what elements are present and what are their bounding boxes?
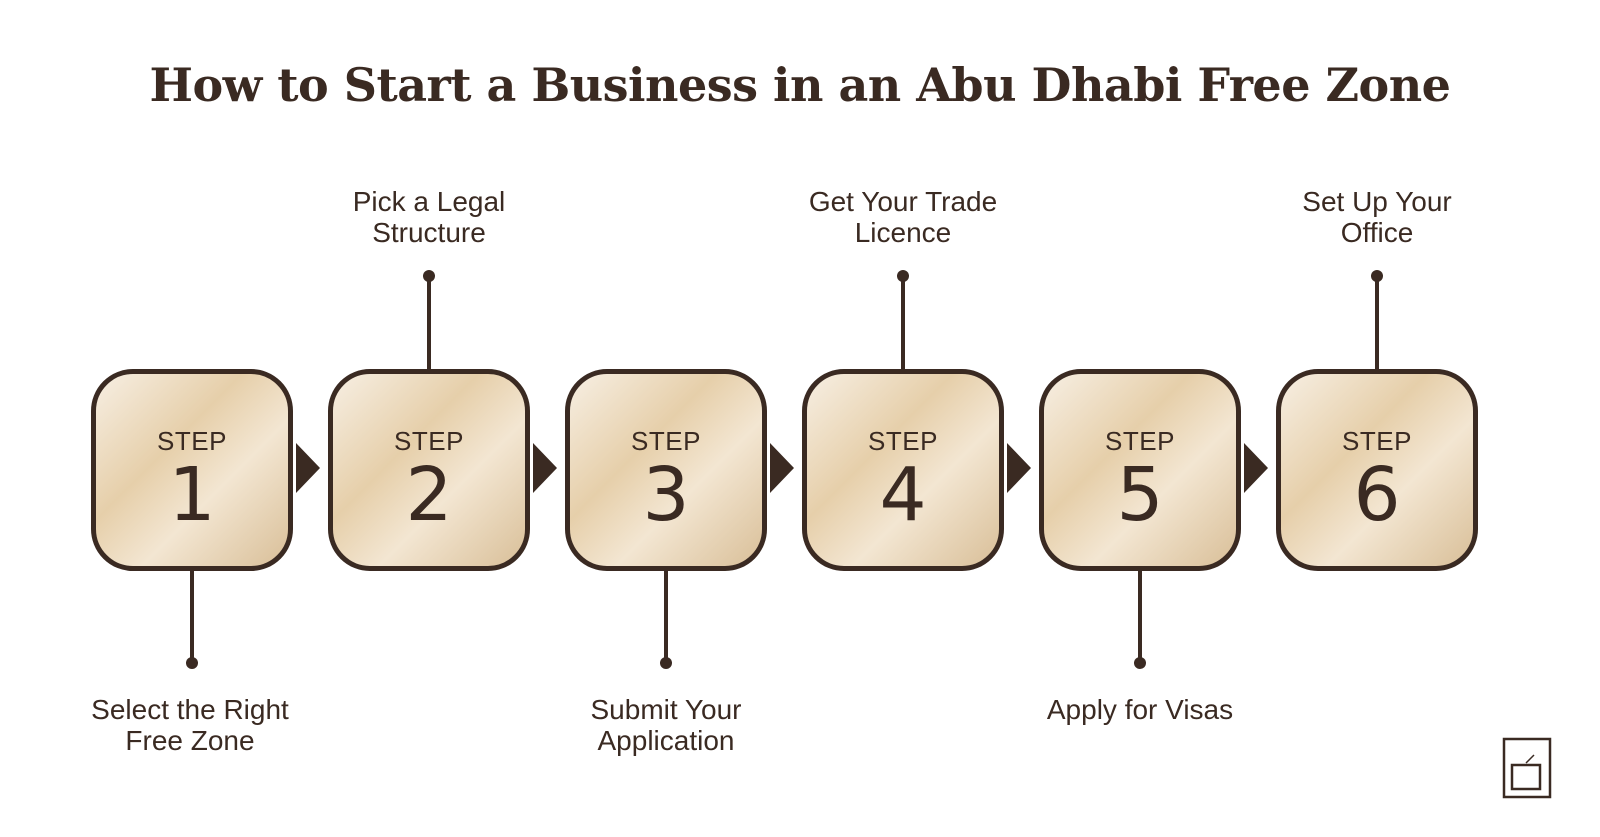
step-4-connector — [901, 276, 905, 369]
step-1-box: STEP 1 — [91, 369, 293, 571]
step-2-number: 2 — [405, 452, 453, 538]
step-3-connector-dot — [660, 657, 672, 669]
step-6-word: STEP — [1342, 426, 1412, 456]
step-1-label-line1: Select the Right — [91, 694, 289, 725]
step-5-label: Apply for Visas — [990, 694, 1290, 725]
step-3-box: STEP 3 — [565, 369, 767, 571]
step-2-label: Pick a Legal Structure — [279, 186, 579, 248]
step-6-label-line2: Office — [1340, 217, 1414, 248]
step-4-label-line2: Licence — [854, 217, 952, 248]
arrow-5-to-6-icon — [1244, 443, 1268, 493]
step-6-connector — [1375, 276, 1379, 369]
step-2-word: STEP — [394, 426, 464, 456]
step-1-word: STEP — [157, 426, 227, 456]
step-5-word: STEP — [1105, 426, 1175, 456]
step-6-connector-dot — [1371, 270, 1383, 282]
step-4-number: 4 — [879, 452, 927, 538]
arrow-3-to-4-icon — [770, 443, 794, 493]
step-6-label-line1: Set Up Your — [1302, 186, 1452, 217]
step-2-connector — [427, 276, 431, 369]
step-3-label-line2: Application — [597, 725, 735, 756]
step-2-label-line2: Structure — [372, 217, 486, 248]
step-1-label: Select the Right Free Zone — [40, 694, 340, 756]
step-4-label-line1: Get Your Trade — [808, 186, 998, 217]
step-5-connector-dot — [1134, 657, 1146, 669]
page-title: How to Start a Business in an Abu Dhabi … — [149, 58, 1451, 112]
brand-logo-icon — [1502, 737, 1552, 799]
step-6-box: STEP 6 — [1276, 369, 1478, 571]
arrow-1-to-2-icon — [296, 443, 320, 493]
arrow-4-to-5-icon — [1007, 443, 1031, 493]
step-2-label-line1: Pick a Legal — [352, 186, 506, 217]
step-1-number: 1 — [168, 452, 216, 538]
step-3-word: STEP — [631, 426, 701, 456]
step-4-box: STEP 4 — [802, 369, 1004, 571]
step-3-number: 3 — [642, 452, 690, 538]
step-6-number: 6 — [1353, 452, 1401, 538]
step-4-connector-dot — [897, 270, 909, 282]
step-5-box: STEP 5 — [1039, 369, 1241, 571]
step-6-label: Set Up Your Office — [1227, 186, 1527, 248]
step-3-label-line1: Submit Your — [590, 694, 742, 725]
arrow-2-to-3-icon — [533, 443, 557, 493]
step-2-connector-dot — [423, 270, 435, 282]
step-1-connector-dot — [186, 657, 198, 669]
step-5-number: 5 — [1116, 452, 1164, 538]
step-5-label-line1: Apply for Visas — [1046, 694, 1234, 725]
step-4-label: Get Your Trade Licence — [753, 186, 1053, 248]
step-4-word: STEP — [868, 426, 938, 456]
step-5-connector — [1138, 571, 1142, 663]
step-1-label-line2: Free Zone — [125, 725, 255, 756]
step-2-box: STEP 2 — [328, 369, 530, 571]
step-1-connector — [190, 571, 194, 663]
step-3-label: Submit Your Application — [516, 694, 816, 756]
step-3-connector — [664, 571, 668, 663]
